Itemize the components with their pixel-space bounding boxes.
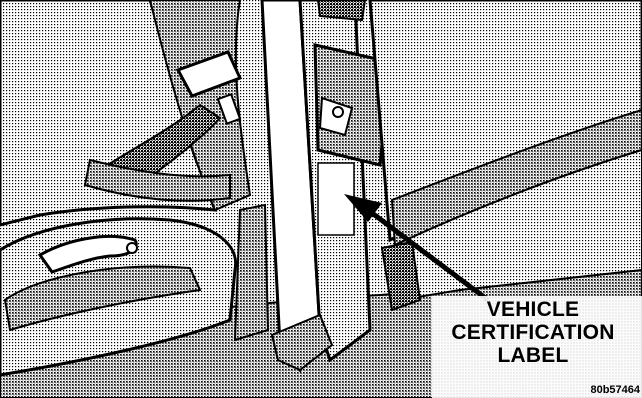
floor-carpet (235, 205, 268, 340)
upper-latch (318, 0, 365, 20)
callout-label: VEHICLE CERTIFICATION LABEL (428, 298, 638, 367)
seat-lever-knob (127, 243, 137, 253)
callout-line-2: CERTIFICATION (428, 321, 638, 344)
figure-id: 80b57464 (590, 384, 640, 396)
callout-line-1: VEHICLE (428, 298, 638, 321)
callout-line-3: LABEL (428, 344, 638, 367)
striker-bolt (333, 107, 343, 117)
